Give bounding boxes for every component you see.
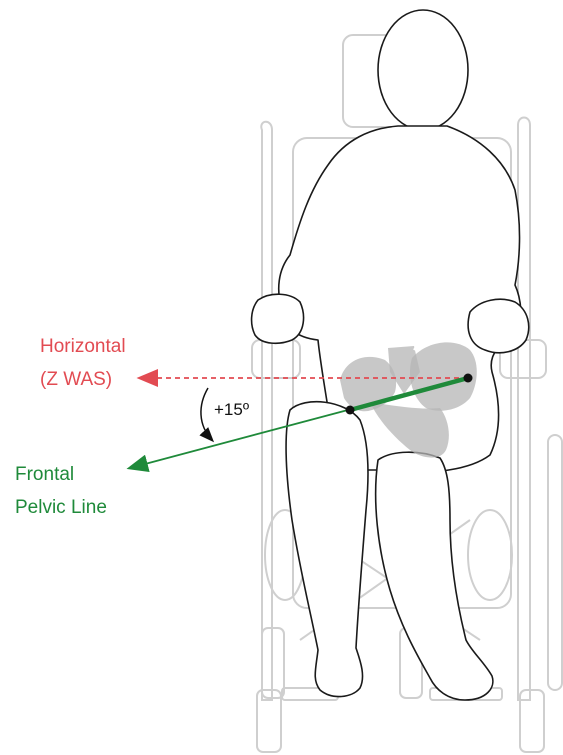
- horizontal-label: Horizontal: [40, 336, 126, 357]
- person-right-hand: [468, 299, 529, 353]
- wheelchair-wheel-edge: [548, 435, 562, 690]
- angle-label: +15º: [214, 400, 249, 419]
- left-pelvic-landmark-dot: [346, 406, 355, 415]
- pelvic-line-label: Pelvic Line: [15, 497, 107, 518]
- person-head: [378, 10, 468, 130]
- right-pelvic-landmark-dot: [464, 374, 473, 383]
- person-left-leg: [286, 402, 368, 697]
- frontal-label: Frontal: [15, 464, 74, 485]
- horizontal-sublabel: (Z WAS): [40, 369, 112, 390]
- person-left-hand: [252, 294, 304, 343]
- wheelchair-right-caster-area: [468, 510, 512, 600]
- wheelchair-left-frame: [261, 122, 272, 700]
- person-right-leg: [376, 452, 493, 700]
- angle-arc-icon: [201, 388, 212, 440]
- wheelchair-right-frame: [518, 118, 530, 701]
